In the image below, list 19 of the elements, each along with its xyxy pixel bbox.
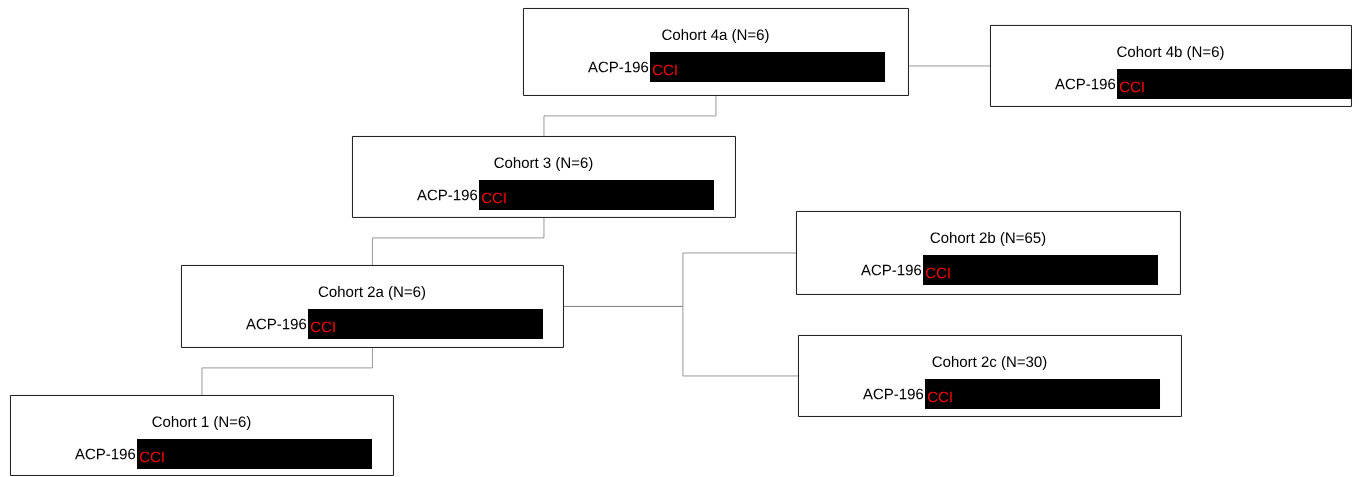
drug-label: ACP-196 [74,448,136,460]
drug-label: ACP-196 [588,61,649,73]
redaction-bar: CCI [650,52,885,82]
connector-line [372,217,545,266]
drug-label: ACP-196 [245,318,307,330]
redaction-bar: CCI [137,439,372,469]
redaction-bar: CCI [923,255,1158,285]
drug-label: ACP-196 [863,388,924,400]
drug-label: ACP-196 [1055,78,1116,90]
redaction-bar: CCI [308,309,543,339]
connector-line [543,95,717,137]
connector-line [908,65,991,67]
redaction-bar: CCI [1117,69,1352,99]
drug-label: ACP-196 [416,189,478,201]
connector-line [201,347,373,396]
drug-label: ACP-196 [861,264,922,276]
redaction-bar: CCI [925,379,1160,409]
connector-line [563,306,799,377]
redaction-bar: CCI [479,180,714,210]
